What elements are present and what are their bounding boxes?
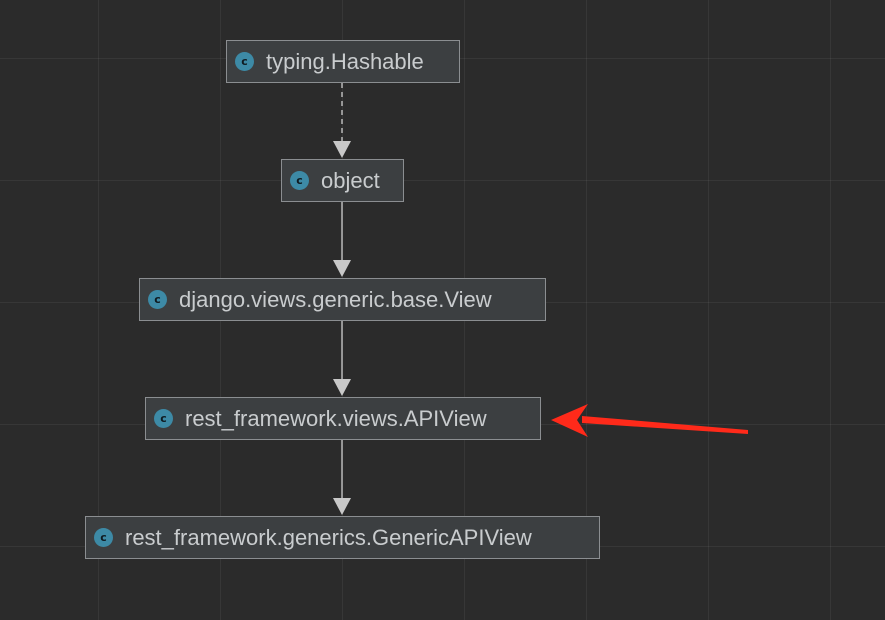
class-name: rest_framework.views.APIView	[185, 405, 487, 431]
edge-arrowhead	[333, 379, 351, 396]
class-node-django-view[interactable]: c django.views.generic.base.View	[139, 278, 546, 321]
edge-arrowhead	[333, 141, 351, 158]
class-icon: c	[235, 52, 254, 71]
class-icon: c	[290, 171, 309, 190]
class-node-apiview[interactable]: c rest_framework.views.APIView	[145, 397, 541, 440]
class-name: django.views.generic.base.View	[179, 286, 492, 312]
class-name: object	[321, 167, 380, 193]
class-name: rest_framework.generics.GenericAPIView	[125, 524, 532, 550]
annotation-arrow	[551, 404, 748, 437]
class-node-typing-hashable[interactable]: c typing.Hashable	[226, 40, 460, 83]
class-name: typing.Hashable	[266, 48, 424, 74]
edge-arrowhead	[333, 498, 351, 515]
edge-arrowhead	[333, 260, 351, 277]
class-node-object[interactable]: c object	[281, 159, 404, 202]
class-icon: c	[94, 528, 113, 547]
class-node-genericapiview[interactable]: c rest_framework.generics.GenericAPIView	[85, 516, 600, 559]
class-icon: c	[154, 409, 173, 428]
class-icon: c	[148, 290, 167, 309]
